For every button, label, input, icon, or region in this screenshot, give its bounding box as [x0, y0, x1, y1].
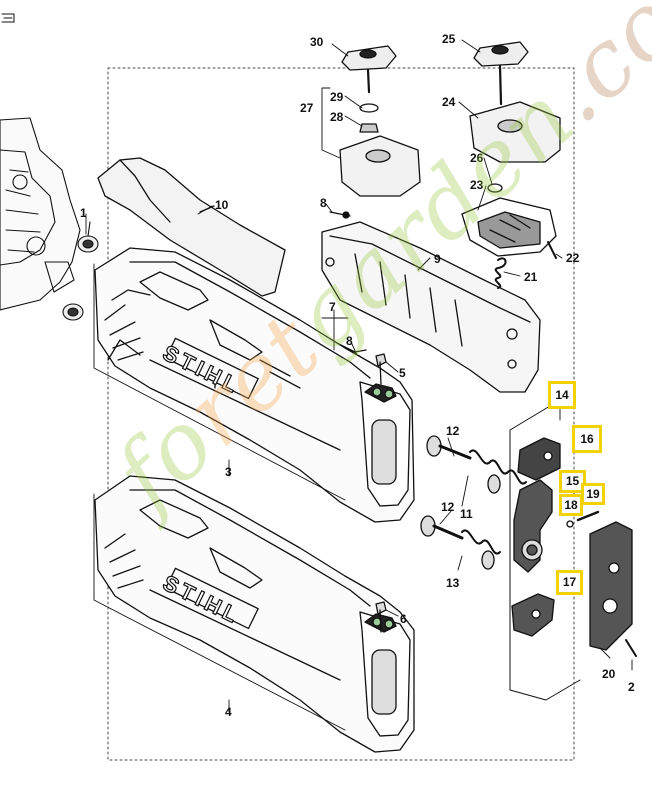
- part-label-9: 9: [434, 252, 441, 266]
- part-label-12-lower: 12: [441, 500, 455, 514]
- part-label-25: 25: [442, 32, 456, 46]
- part-label-29: 29: [330, 90, 344, 104]
- cap-part-16: [517, 437, 561, 481]
- highlighted-part-15: 15: [559, 470, 586, 493]
- highlighted-part-17: 17: [556, 570, 583, 595]
- part-label-11: 11: [460, 507, 473, 521]
- part-label-20: 20: [602, 667, 616, 681]
- part-label-8-upper: 8: [320, 196, 327, 210]
- part-label-23: 23: [470, 178, 484, 192]
- engine-block: [0, 117, 99, 321]
- knob-part-30: [341, 45, 397, 94]
- part-label-10: 10: [215, 198, 229, 212]
- part-label-1: 1: [80, 206, 87, 220]
- spring-assembly-part-11: [426, 435, 527, 494]
- handle-housing-part-4: [94, 475, 415, 753]
- block-part-17: [511, 593, 555, 637]
- knob-part-25: [473, 41, 529, 106]
- screw-part-22: [547, 241, 557, 259]
- grip-strip-part-10: [97, 157, 286, 297]
- part-label-3: 3: [225, 465, 232, 479]
- part-label-5: 5: [399, 366, 406, 380]
- highlighted-part-14: 14: [548, 381, 576, 409]
- screw-part-5: [375, 353, 387, 385]
- part-label-2: 2: [628, 680, 635, 694]
- part-label-21: 21: [524, 270, 538, 284]
- part-label-4: 4: [225, 705, 232, 719]
- ring-part-26: [487, 183, 503, 193]
- screw-part-19: [576, 510, 600, 522]
- stihl-logo-lower: [165, 567, 259, 630]
- washer-part-29: [359, 103, 379, 113]
- highlighted-part-18: 18: [559, 494, 583, 516]
- highlighted-part-19: 19: [581, 483, 605, 505]
- part-label-22: 22: [566, 251, 580, 265]
- part-label-13: 13: [446, 576, 460, 590]
- pin-part-18: [566, 520, 574, 528]
- cover-part-9: [321, 211, 541, 393]
- part-label-28: 28: [330, 110, 344, 124]
- screw-part-2: [625, 639, 637, 657]
- cover-part-24: [469, 101, 561, 163]
- part-label-27: 27: [300, 101, 314, 115]
- part-label-24: 24: [442, 95, 456, 109]
- leader-lines: [85, 39, 633, 731]
- highlighted-part-16: 16: [572, 425, 602, 453]
- part-label-30: 30: [310, 35, 324, 49]
- nut-part-28: [359, 123, 379, 133]
- part-label-12-upper: 12: [446, 424, 460, 438]
- part-label-6: 6: [400, 612, 407, 626]
- screw-part-6: [375, 601, 387, 633]
- part-label-7: 7: [329, 300, 336, 314]
- cover-part-27: [339, 135, 421, 197]
- part-label-8-lower: 8: [346, 334, 353, 348]
- bracket-part-23: [461, 197, 557, 257]
- spring-assembly-part-13: [420, 515, 501, 570]
- part-label-26: 26: [470, 151, 484, 165]
- cover-plate-part-20: [589, 521, 633, 651]
- lever-part-15: [513, 479, 553, 573]
- spring-part-21: [494, 257, 507, 289]
- stihl-logo-upper: [165, 337, 259, 400]
